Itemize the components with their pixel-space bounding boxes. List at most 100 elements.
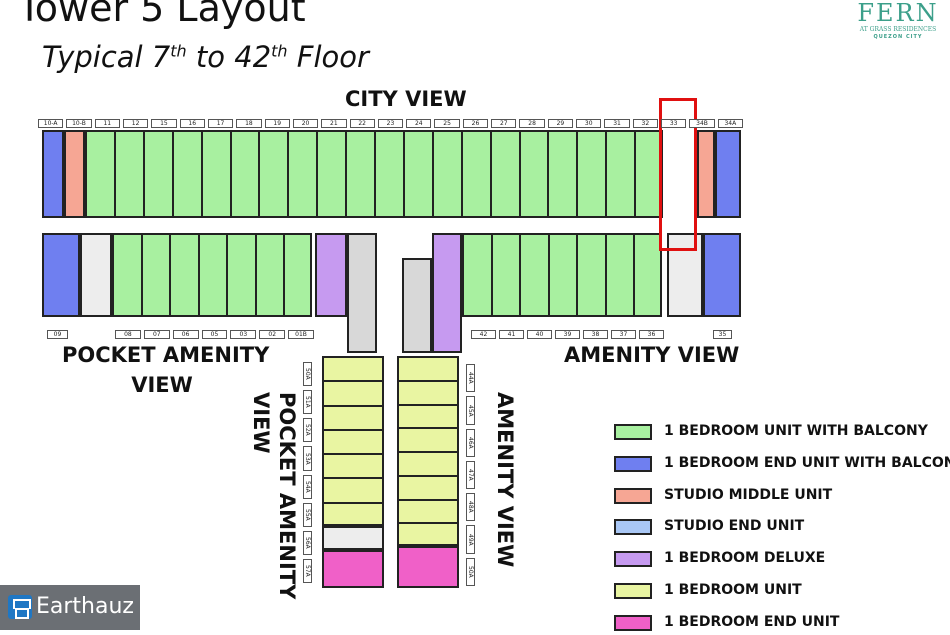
unit-number-wing: 48A	[466, 493, 475, 522]
unit-number-bottom: 42	[471, 330, 496, 339]
unit-divider	[431, 130, 434, 218]
unit-number-bottom: 02	[259, 330, 286, 339]
unit-divider	[374, 130, 376, 218]
legend-label: 1 BEDROOM END UNIT WITH BALCONY	[664, 454, 950, 471]
unit-number-top: 28	[519, 119, 545, 128]
page-title: Tower 5 Layout	[18, 0, 306, 30]
unit-number-bottom: 05	[201, 330, 228, 339]
unit-number-wing: 57A	[303, 558, 312, 583]
amenity-view-units	[462, 233, 662, 317]
unit-number-top: 22	[349, 119, 375, 128]
unit-divider	[287, 130, 290, 218]
unit-number-top: 15	[151, 119, 177, 128]
legend-item: 1 BEDROOM UNIT WITH BALCONY	[614, 422, 944, 444]
unit-divider	[605, 130, 608, 218]
house-icon	[8, 595, 32, 619]
unit-number-top: 32	[632, 119, 659, 128]
unit-divider	[283, 233, 286, 317]
unit-divider	[634, 130, 637, 218]
unit-number-wing: 50A	[303, 362, 312, 387]
unit-number-top: 21	[321, 119, 347, 128]
studio-middle-left	[64, 130, 85, 218]
end-unit-left-bottom	[42, 233, 80, 317]
fern-logo: FERN AT GRASS RESIDENCES QUEZON CITY	[857, 0, 939, 40]
unit-number-top: 24	[406, 119, 432, 128]
legend-label: 1 BEDROOM UNIT	[664, 582, 802, 598]
legend-item: 1 BEDROOM END UNIT WITH BALCONY	[614, 454, 950, 476]
stair-right	[667, 233, 703, 317]
elevator-core-right	[402, 258, 432, 353]
unit-number-top: 34B	[689, 119, 715, 128]
unit-number-bottom: 40	[527, 330, 552, 339]
unit-divider	[322, 477, 384, 480]
unit-divider	[490, 233, 493, 317]
wing-left-units	[322, 356, 384, 526]
unit-number-bottom: 03	[230, 330, 257, 339]
legend-item: STUDIO MIDDLE UNIT	[614, 486, 944, 508]
unit-divider	[197, 233, 200, 317]
unit-number-bottom: 08	[115, 330, 141, 339]
legend-swatch	[614, 487, 652, 504]
page-subtitle: Typical 7th to 42th Floor	[42, 40, 369, 74]
deluxe-unit-left	[315, 233, 347, 317]
unit-number-bottom: 39	[555, 330, 580, 339]
city-view-label: CITY VIEW	[345, 87, 467, 111]
unit-number-top: 23	[377, 119, 404, 128]
unit-number-bottom: 37	[611, 330, 636, 339]
unit-divider	[169, 233, 172, 317]
legend-label: 1 BEDROOM UNIT WITH BALCONY	[664, 423, 928, 439]
unit-number-top: 19	[264, 119, 290, 128]
unit-number-wing: 54A	[303, 474, 312, 499]
unit-divider	[604, 233, 607, 317]
pocket-view-units	[112, 233, 312, 317]
unit-number-top: 10-A	[38, 119, 64, 128]
unit-divider	[460, 130, 463, 218]
unit-divider	[633, 233, 636, 317]
unit-number-bottom: 07	[143, 330, 170, 339]
unit-divider	[397, 522, 459, 525]
pocket-amenity-view-label: POCKET AMENITY VIEW	[62, 343, 270, 397]
unit-number-top: 11	[94, 119, 120, 128]
unit-divider	[397, 427, 459, 430]
unit-divider	[113, 130, 116, 218]
unit-number-top: 12	[122, 119, 149, 128]
end-unit-wing-left	[322, 550, 384, 588]
unit-number-top: 29	[547, 119, 574, 128]
unit-divider	[397, 498, 459, 501]
elevator-core-left	[347, 233, 377, 353]
legend-item: STUDIO END UNIT	[614, 517, 944, 539]
unit-number-wing: 44A	[466, 364, 475, 393]
legend-swatch	[614, 614, 652, 631]
end-unit-right-top	[715, 130, 741, 218]
unit-number-wing: 53A	[303, 446, 312, 471]
legend-swatch	[614, 583, 652, 599]
unit-number-top: 26	[462, 119, 489, 128]
unit-number-bottom: 01B	[288, 330, 314, 339]
unit-divider	[254, 233, 257, 317]
unit-number-top: 25	[434, 119, 460, 128]
unit-divider	[316, 130, 319, 218]
unit-number-top: 31	[604, 119, 630, 128]
earthauz-watermark: Earthauz	[0, 585, 140, 630]
unit-number-top: 27	[491, 119, 517, 128]
unit-number-bottom: 36	[639, 330, 664, 339]
unit-number-top: 10-B	[66, 119, 92, 128]
unit-divider	[519, 233, 522, 317]
legend-label: 1 BEDROOM DELUXE	[664, 550, 826, 567]
unit-divider	[397, 403, 459, 406]
unit-divider	[397, 451, 459, 453]
unit-divider	[200, 130, 203, 218]
legend-swatch	[614, 551, 652, 568]
pocket-amenity-view-vertical: POCKET AMENITY VIEW	[249, 392, 299, 600]
stair-left	[80, 233, 112, 317]
unit-divider	[171, 130, 174, 218]
unit-divider	[397, 379, 459, 382]
highlighted-unit-33	[659, 98, 697, 251]
unit-divider	[322, 404, 384, 407]
unit-divider	[518, 130, 521, 218]
legend-item: 1 BEDROOM UNIT	[614, 581, 944, 603]
unit-divider	[229, 130, 232, 218]
unit-number-bottom: 09	[47, 330, 68, 339]
unit-divider	[140, 233, 143, 317]
unit-number-top: 17	[207, 119, 234, 128]
